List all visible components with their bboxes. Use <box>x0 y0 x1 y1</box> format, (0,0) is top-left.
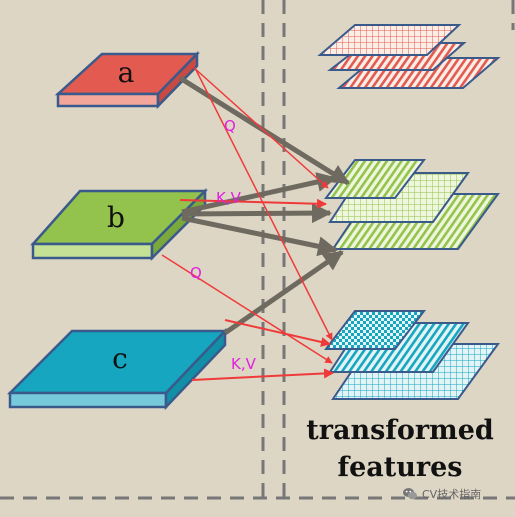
block-c-front <box>8 391 168 409</box>
red-stack <box>317 24 501 89</box>
block-a-label: a <box>118 56 135 89</box>
gray-arrow-c <box>223 249 344 336</box>
block-a-side <box>156 50 199 110</box>
red-arrow-b-to-green <box>179 198 327 209</box>
edge-label-kv-b: K,V <box>216 189 242 207</box>
red-arrow-c-to-teal-2 <box>191 368 334 381</box>
red-arrows <box>161 65 334 381</box>
edge-label-q-a: Q <box>224 117 236 135</box>
red-arrow-a-to-green <box>191 65 329 189</box>
gray-arrow-b2 <box>181 203 332 224</box>
red-plane-1 <box>317 24 462 56</box>
block-b-label: b <box>107 201 125 234</box>
edge-label-kv-c: K,V <box>231 355 257 373</box>
caption-line-2: features <box>338 452 463 483</box>
input-block-c: c <box>6 327 228 411</box>
edge-label-q-b: Q <box>190 264 202 282</box>
green-stack <box>323 159 500 250</box>
watermark: CV技术指南 <box>402 485 481 503</box>
gray-arrow-b3 <box>181 215 338 257</box>
block-c-label: c <box>112 342 128 375</box>
block-a-front <box>56 92 160 108</box>
teal-stack <box>323 310 500 400</box>
red-arrow-a-to-teal <box>194 67 333 341</box>
red-arrow-b-to-teal <box>161 254 333 364</box>
block-c-side <box>164 327 227 411</box>
watermark-text: CV技术指南 <box>422 488 482 501</box>
wechat-icon <box>403 488 417 500</box>
caption-line-1: transformed <box>306 415 494 446</box>
teal-plane-1 <box>323 310 427 350</box>
input-block-a: a <box>54 50 200 110</box>
block-b-front <box>31 242 154 260</box>
red-arrow-c-to-teal-1 <box>224 319 331 347</box>
input-block-b: b <box>30 187 209 262</box>
